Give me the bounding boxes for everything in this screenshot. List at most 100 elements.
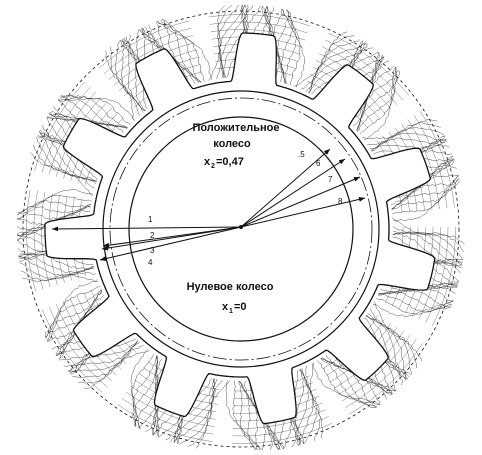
envelope-curve (60, 95, 128, 129)
envelope-curve (311, 363, 381, 405)
ray-line-4 (99, 226, 242, 261)
arrowhead-1 (52, 226, 58, 232)
envelope-arc (413, 115, 448, 209)
envelope-curve (122, 38, 146, 111)
envelope-curve (296, 368, 310, 446)
envelope-curve (357, 70, 400, 132)
envelope-arc (210, 29, 306, 41)
envelope-curve (392, 175, 459, 214)
envelope-curve (216, 5, 233, 80)
center-point (239, 225, 243, 229)
positive-wheel-coef-value: =0,47 (216, 156, 244, 168)
envelope-curve (44, 289, 102, 338)
envelope-curve (36, 137, 96, 185)
radius-rays (51, 148, 366, 261)
base-circle (128, 116, 354, 342)
envelope-curve (378, 289, 452, 307)
envelope-curve (308, 43, 368, 93)
ray-label-2: 2 (150, 231, 155, 240)
envelope-curve (120, 37, 146, 112)
envelope-arc (108, 35, 193, 80)
zero-wheel-coef-prefix: x (222, 301, 229, 313)
envelope-curve (392, 174, 459, 221)
envelope-curve (276, 9, 290, 84)
envelope-curve (132, 355, 158, 427)
envelope-curve (320, 358, 377, 408)
ray-label-3: 3 (150, 246, 155, 255)
envelope-curve (22, 274, 99, 283)
envelope-arc (42, 309, 103, 393)
envelope-curve (131, 353, 155, 430)
envelope-curve (39, 131, 97, 182)
envelope-curve (17, 200, 92, 216)
envelope-curve (173, 378, 216, 443)
envelope-curve (72, 342, 140, 378)
envelope-curve (370, 127, 445, 150)
arrowhead-6 (338, 159, 345, 165)
envelope-arc (98, 20, 190, 69)
envelope-curve (364, 66, 396, 141)
outer-envelope-circle (22, 10, 460, 448)
arrowhead-3 (102, 245, 109, 251)
envelope-arc (41, 86, 91, 173)
zero-wheel-title: Нулевое колесо (187, 281, 274, 293)
envelope-arc (432, 226, 456, 327)
envelope-curve (18, 253, 94, 273)
positive-wheel-title-line1: Положительное (192, 122, 279, 134)
envelope-curve (293, 369, 304, 446)
envelope-curve (126, 36, 146, 112)
envelope-curve (359, 66, 396, 135)
envelope-arc (209, 21, 308, 34)
envelope-arc (349, 343, 423, 415)
envelope-curve (357, 67, 397, 132)
envelope-curve (156, 21, 205, 82)
envelope-curve (365, 315, 407, 380)
envelope-arc (121, 398, 214, 435)
positive-wheel-coef-sub: 2 (211, 163, 215, 170)
envelope-curve (232, 380, 264, 452)
reference-circles (22, 10, 460, 448)
envelope-arc (49, 306, 108, 387)
envelope-curve (132, 355, 158, 427)
envelope-curve (239, 380, 259, 453)
envelope-curve (392, 226, 464, 253)
envelope-arc (208, 14, 311, 27)
ray-line-1 (51, 226, 242, 230)
envelope-curve (187, 379, 223, 447)
envelope-curve (223, 4, 249, 78)
envelope-curve (21, 271, 96, 282)
arrowhead-5 (323, 149, 330, 155)
envelope-curve (225, 380, 264, 453)
envelope-curve (392, 231, 463, 266)
envelope-curve (179, 379, 217, 445)
envelope-curve (208, 5, 225, 81)
envelope-curve (105, 50, 135, 121)
envelope-curve (309, 43, 368, 94)
envelope-curve (68, 340, 138, 373)
envelope-curve (17, 204, 92, 220)
ray-line-8 (240, 197, 366, 228)
envelope-curve (33, 144, 95, 189)
arrowhead-2 (103, 242, 110, 248)
envelope-curve (110, 46, 140, 116)
pitch-circle (102, 90, 380, 368)
envelope-curve (220, 5, 249, 78)
envelope-curve (130, 349, 149, 429)
ray-label-8: 8 (338, 197, 343, 206)
dash-dot-circle (109, 97, 373, 361)
envelope-curve (366, 314, 408, 380)
envelope-curve (282, 8, 306, 88)
envelope-curve (195, 380, 231, 449)
envelope-curve (218, 4, 246, 79)
envelope-arc (407, 119, 440, 209)
arrowhead-7 (353, 177, 360, 182)
envelope-curve (362, 119, 438, 139)
envelope-arc (425, 227, 449, 323)
envelope-curve (134, 355, 158, 427)
zero-wheel-coefficient: x 1 =0 (222, 301, 247, 315)
envelope-curve (293, 31, 348, 87)
envelope-arc (48, 91, 97, 175)
envelope-curve (78, 345, 144, 384)
envelope-curve (391, 179, 460, 210)
